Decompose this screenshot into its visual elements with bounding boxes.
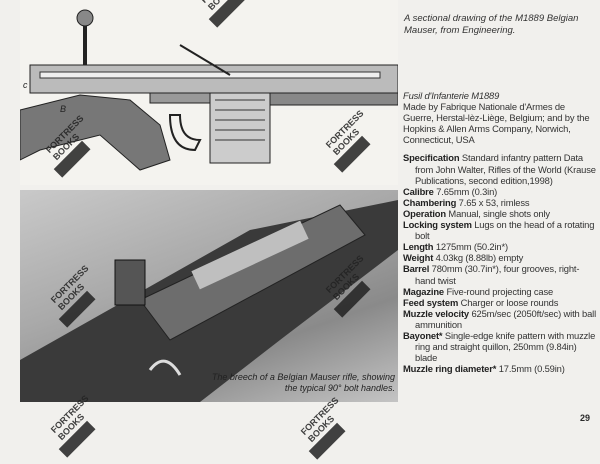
spec-label: Locking system [403,219,472,231]
spec-item: Weight 4.03kg (8.88lb) empty [403,252,597,263]
sectional-drawing: c B [20,0,398,185]
spec-label: Calibre [403,185,434,197]
spec-item: Locking system Lugs on the head of a rot… [403,219,597,241]
spec-item: Muzzle ring diameter* 17.5mm (0.59in) [403,363,597,374]
spec-value: 7.65mm (0.3in) [436,185,498,197]
spec-label: Weight [403,252,434,264]
spec-value: 1275mm (50.2in*) [435,241,508,253]
spec-label: Magazine [403,285,444,297]
spec-item: Length 1275mm (50.2in*) [403,241,597,252]
spec-value: Lugs on the head of a rotating bolt [415,219,595,242]
photo-caption: The breech of a Belgian Mauser rifle, sh… [211,372,395,393]
spec-value: Single-edge knife pattern with muzzle ri… [415,329,596,364]
spec-label: Operation [403,207,446,219]
spec-label: Barrel [403,263,430,275]
spec-item: Magazine Five-round projecting case [403,286,597,297]
spec-value: Standard infantry pattern Data from John… [415,152,596,186]
rifle-title: Fusil d'Infanterie M1889 [403,90,500,101]
label-c: c [23,80,28,90]
spec-value: 17.5mm (0.59in) [498,363,565,375]
spec-label: Muzzle ring diameter* [403,363,497,375]
spec-label: Chambering [403,196,457,208]
rifle-section-drawing: c B [20,0,398,185]
spec-value: 780mm (30.7in*), four grooves, right-han… [415,263,580,286]
drawing-caption: A sectional drawing of the M1889 Belgian… [404,13,579,36]
spec-item: Barrel 780mm (30.7in*), four grooves, ri… [403,263,597,285]
page-number: 29 [580,413,591,423]
rifle-breech-photo [20,200,398,402]
spec-item: Operation Manual, single shots only [403,208,597,219]
spec-item: Muzzle velocity 625m/sec (2050ft/sec) wi… [403,308,597,330]
spec-item: Feed system Charger or loose rounds [403,297,597,308]
spec-item: Chambering 7.65 x 53, rimless [403,197,597,208]
maker-text: Made by Fabrique Nationale d'Armes de Gu… [403,101,590,146]
specifications-block: Fusil d'Infanterie M1889 Made by Fabriqu… [403,90,597,374]
spec-item: Calibre 7.65mm (0.3in) [403,186,597,197]
spec-label: Feed system [403,296,459,308]
spec-label: Specification [403,152,460,164]
spec-value: Five-round projecting case [446,285,554,297]
spec-value: 4.03kg (8.88lb) empty [435,252,524,264]
spec-label: Muzzle velocity [403,307,469,319]
spec-label: Bayonet* [403,329,443,341]
spec-value: 7.65 x 53, rimless [458,196,530,208]
spec-label: Length [403,241,434,253]
label-b: B [60,104,66,114]
spec-item: Bayonet* Single-edge knife pattern with … [403,330,597,363]
spec-value: Manual, single shots only [448,207,550,219]
spec-item: Specification Standard infantry pattern … [403,152,597,185]
spec-value: Charger or loose rounds [460,296,559,308]
spec-value: 625m/sec (2050ft/sec) with ball ammuniti… [415,307,597,330]
